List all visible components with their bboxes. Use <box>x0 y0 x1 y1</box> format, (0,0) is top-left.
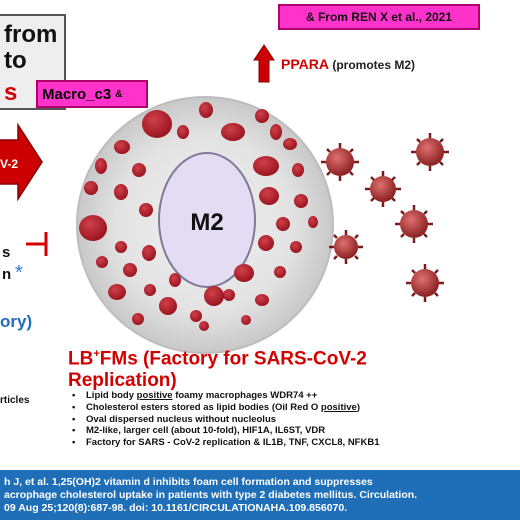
citation-line-1: h J, et al. 1,25(OH)2 vitamin d inhibits… <box>4 476 373 488</box>
lb-sup: + <box>93 348 100 360</box>
citation-line-2: acrophage cholesterol uptake in patients… <box>4 489 418 501</box>
macro-label-sup: & <box>115 88 123 100</box>
nucleus-label: M2 <box>190 209 223 236</box>
lb-main: FMs (Factory for SARS-CoV-2 Replication) <box>68 348 367 392</box>
bullet-text-end: foamy macrophages WDR74 ++ <box>172 390 318 401</box>
reference-box: & From REN X et al., 2021 <box>278 4 480 30</box>
bullet-text: Oval dispersed nucleus without nucleolus <box>86 413 277 425</box>
citation-line-3: 09 Aug 25;120(8):687-98. doi: 10.1161/CI… <box>4 502 348 514</box>
bullet-text: Lipid body <box>86 390 137 401</box>
bullet-text-end: ) <box>356 401 360 413</box>
fragment-ory: ory) <box>0 312 33 331</box>
list-item: Lipid body positive foamy macrophages WD… <box>72 390 379 402</box>
lb-prefix: LB <box>68 348 94 370</box>
bullet-text: M2-like, larger cell (about 10-fold), HI… <box>86 425 326 437</box>
virus-1 <box>321 143 359 181</box>
arrow-label: V-2 <box>0 157 18 171</box>
virus-6 <box>406 264 444 302</box>
macro-label: Macro_c3 <box>42 85 112 103</box>
bullet-underlined: positive <box>320 401 357 413</box>
fragment-asterisk: * <box>15 262 23 284</box>
virus-2 <box>411 133 449 171</box>
sars-cov-2-viruses <box>321 133 449 302</box>
list-item: Oval dispersed nucleus without nucleolus <box>72 414 379 426</box>
virus-3 <box>365 171 401 207</box>
list-item: M2-like, larger cell (about 10-fold), HI… <box>72 425 379 437</box>
inhibition-symbol <box>26 232 48 256</box>
lb-fms-title: LB+FMs (Factory for SARS-CoV-2 Replicati… <box>68 343 398 392</box>
title-line-2: to <box>4 47 27 74</box>
lipid-bodies <box>79 102 318 331</box>
left-arrow <box>0 122 43 202</box>
bullet-text: Factory for SARS - CoV-2 replication & I… <box>86 437 380 449</box>
virus-4 <box>395 205 433 243</box>
bullet-underlined: positive <box>136 390 173 401</box>
list-item: Cholesterol esters stored as lipid bodie… <box>72 402 379 414</box>
ppara-arrow <box>253 44 275 83</box>
nucleus <box>158 152 256 288</box>
fragment-rticles: rticles <box>0 395 30 406</box>
reference-label: & From REN X et al., 2021 <box>305 10 453 24</box>
title-line-1: from <box>4 21 58 48</box>
citation-footer: h J, et al. 1,25(OH)2 vitamin d inhibits… <box>0 470 520 520</box>
feature-list: Lipid body positive foamy macrophages WD… <box>72 390 379 449</box>
ppara-label: PPARA (promotes M2) <box>281 56 415 72</box>
virus-5 <box>329 230 363 264</box>
ppara-note: (promotes M2) <box>332 58 416 72</box>
bullet-text: Cholesterol esters stored as lipid bodie… <box>86 401 321 413</box>
list-item: Factory for SARS - CoV-2 replication & I… <box>72 437 379 449</box>
fragment-s: s <box>2 244 11 261</box>
fragment-n: n <box>2 266 12 283</box>
ppara-name: PPARA <box>281 56 329 72</box>
macro-label-box: Macro_c3 & <box>36 80 148 108</box>
title-line-3: s <box>4 79 18 106</box>
